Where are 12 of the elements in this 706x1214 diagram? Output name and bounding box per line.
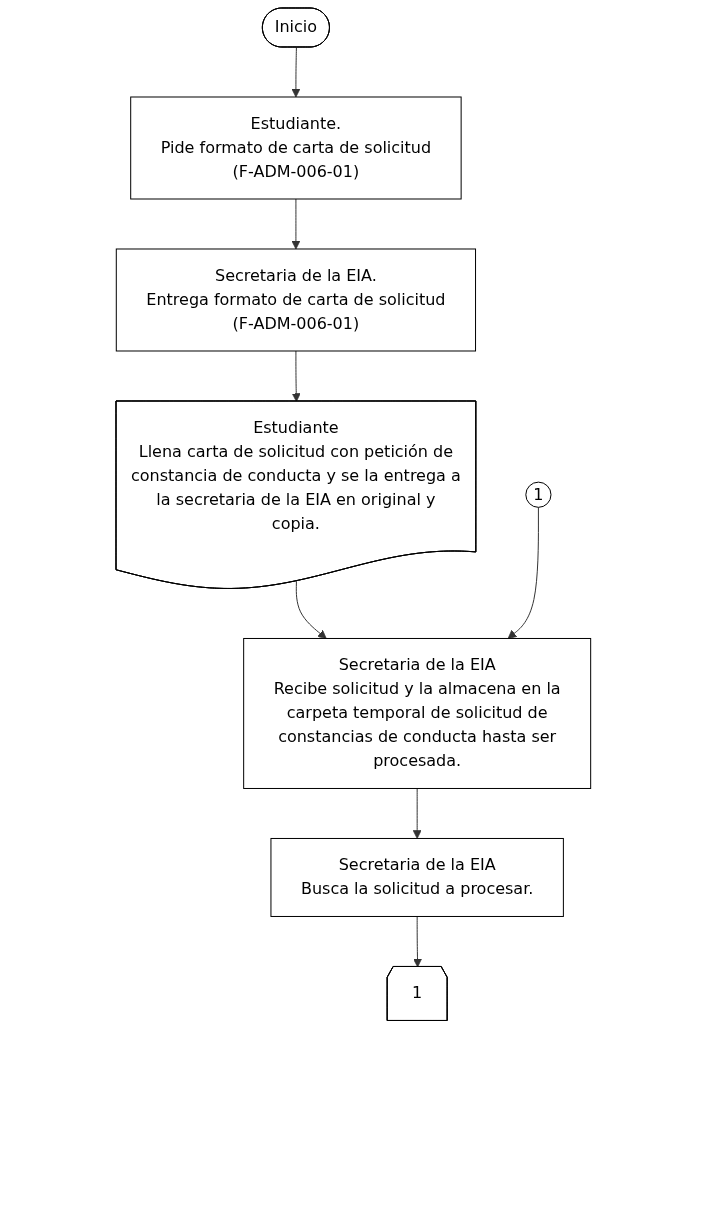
node-box: Secretaria de la EIA Recibe solicitud y la almacena en la carpeta temporal de solicitud de constancias de conducta hasta ser procesada. — [242, 638, 591, 789]
arrow — [412, 915, 422, 968]
node-box: Secretaria de la EIA Busca la solicitud a procesar. — [270, 837, 564, 917]
arrow — [412, 787, 422, 839]
node-box: Estudiante. Pide formato de carta de solicitud (F-ADM-006-01) — [129, 96, 462, 200]
arrow — [291, 47, 300, 98]
arrow — [291, 198, 300, 250]
arrow — [295, 580, 327, 639]
arrow — [507, 506, 539, 639]
arrow — [291, 350, 301, 402]
node-box: Secretaria de la EIA. Entrega formato de carta de solicitud (F-ADM-006-01) — [115, 248, 476, 352]
node-circle: 1 — [525, 481, 552, 508]
